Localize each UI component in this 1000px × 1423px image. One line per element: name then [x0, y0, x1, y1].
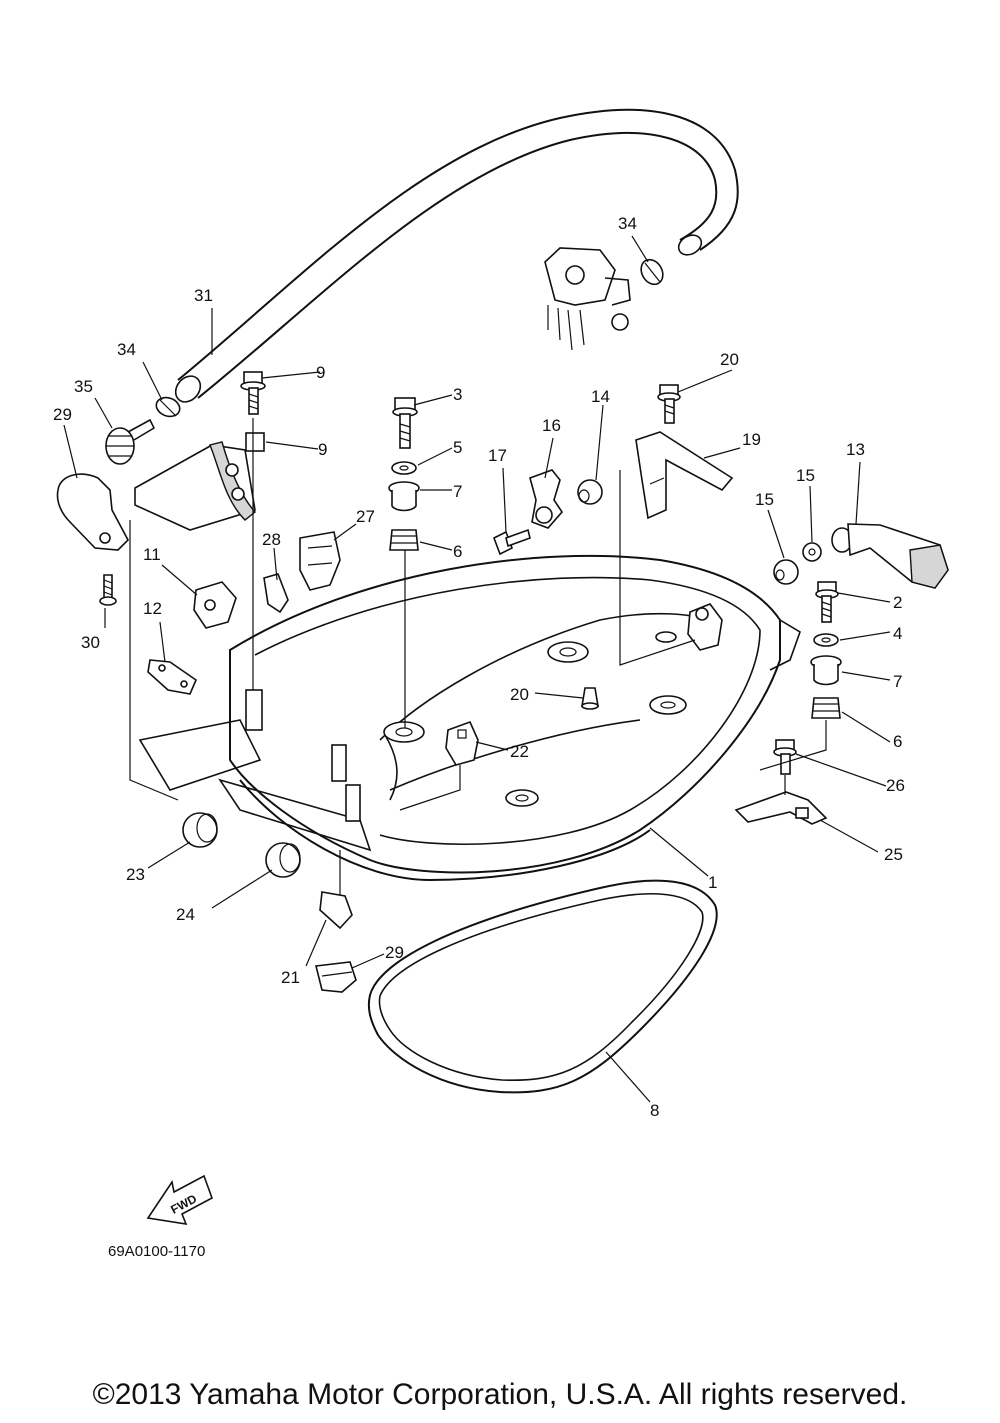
callout-22: 21 — [281, 968, 300, 987]
part-washer-5 — [391, 461, 417, 475]
part-plate-9 — [134, 432, 265, 531]
fwd-arrow-icon: FWD — [146, 1174, 213, 1226]
part-grommet-23 — [445, 720, 479, 766]
callout-4: 3 — [453, 385, 462, 404]
part-12 — [147, 659, 197, 695]
part-30 — [315, 961, 357, 993]
callout-7-right: 7 — [893, 672, 902, 691]
part-bottom-cowling-1 — [138, 554, 801, 882]
callout-12: 12 — [143, 599, 162, 618]
part-grommet-6-right — [811, 697, 841, 719]
callout-34-top: 34 — [618, 214, 637, 233]
part-plug-21 — [581, 687, 599, 710]
callout-8: 8 — [650, 1101, 659, 1120]
callout-5: 5 — [453, 438, 462, 457]
cowling-bosses — [245, 603, 723, 822]
callout-26: 25 — [884, 845, 903, 864]
part-screw-32 — [99, 574, 117, 606]
leader-lines — [63, 235, 891, 1103]
part-bracket-26 — [734, 791, 828, 825]
callout-10: 9 — [316, 363, 325, 382]
part-bolt-18 — [492, 528, 531, 556]
callout-30: 29 — [385, 943, 404, 962]
callout-34-left: 34 — [117, 340, 136, 359]
diagram-code: 69A0100-1170 — [108, 1243, 205, 1260]
part-grommet-15 — [773, 559, 799, 585]
callout-25: 24 — [176, 905, 195, 924]
part-washer-16 — [802, 542, 822, 562]
callout-19: 19 — [742, 430, 761, 449]
part-bolt-27 — [773, 739, 797, 775]
callout-33: 31 — [194, 286, 213, 305]
part-bracket-31 — [56, 473, 129, 551]
part-clamp-34-left — [155, 396, 181, 418]
callout-labels: 31 34 34 35 29 30 9 9 3 5 7 6 11 12 17 1… — [53, 214, 905, 1120]
callout-16: 15 — [796, 466, 815, 485]
part-bolt-10 — [240, 371, 266, 415]
part-bolt-2 — [815, 581, 839, 623]
part-clamp-34-top — [640, 258, 664, 286]
callout-21: 20 — [510, 685, 529, 704]
part-plug-24 — [182, 812, 218, 848]
part-grommet-6-left — [389, 529, 419, 551]
callout-3: 4 — [893, 624, 902, 643]
callout-27: 26 — [886, 776, 905, 795]
part-grommet-14 — [577, 479, 603, 505]
callout-14: 14 — [591, 387, 610, 406]
callout-20: 20 — [720, 350, 739, 369]
part-washer-3 — [813, 633, 839, 647]
callout-6-left: 6 — [453, 542, 462, 561]
part-plug-25 — [265, 842, 301, 878]
callout-1: 1 — [708, 873, 717, 892]
callout-15: 15 — [755, 490, 774, 509]
part-29 — [263, 573, 289, 614]
callout-9: 9 — [318, 440, 327, 459]
part-bolt-20 — [657, 384, 681, 424]
callout-2: 2 — [893, 593, 902, 612]
callout-13: 13 — [846, 440, 865, 459]
callout-32: 30 — [81, 633, 100, 652]
copyright-notice: ©2013 Yamaha Motor Corporation, U.S.A. A… — [92, 1378, 908, 1411]
part-hose — [174, 108, 739, 403]
callout-29: 28 — [262, 530, 281, 549]
part-28 — [299, 531, 341, 591]
part-grommet-22 — [319, 891, 353, 930]
part-handle-13 — [831, 523, 949, 589]
part-collar-7-right — [810, 655, 842, 686]
callout-11: 11 — [143, 545, 161, 564]
callout-24: 23 — [126, 865, 145, 884]
callout-18: 17 — [488, 446, 507, 465]
part-lever-17 — [529, 469, 564, 529]
callout-35: 35 — [74, 377, 93, 396]
callout-28: 27 — [356, 507, 375, 526]
part-fuel-pump-fitting — [544, 247, 631, 351]
callout-6-right: 6 — [893, 732, 902, 751]
callout-7-left: 7 — [453, 482, 462, 501]
part-seal-8 — [367, 879, 718, 1094]
part-11 — [193, 581, 237, 629]
part-bolt-4 — [392, 397, 418, 449]
callout-31: 29 — [53, 405, 72, 424]
part-collar-7-left — [388, 481, 420, 512]
part-plate-19 — [635, 431, 734, 520]
part-nipple-35 — [105, 418, 156, 465]
callout-23: 22 — [510, 742, 529, 761]
callout-17: 16 — [542, 416, 561, 435]
